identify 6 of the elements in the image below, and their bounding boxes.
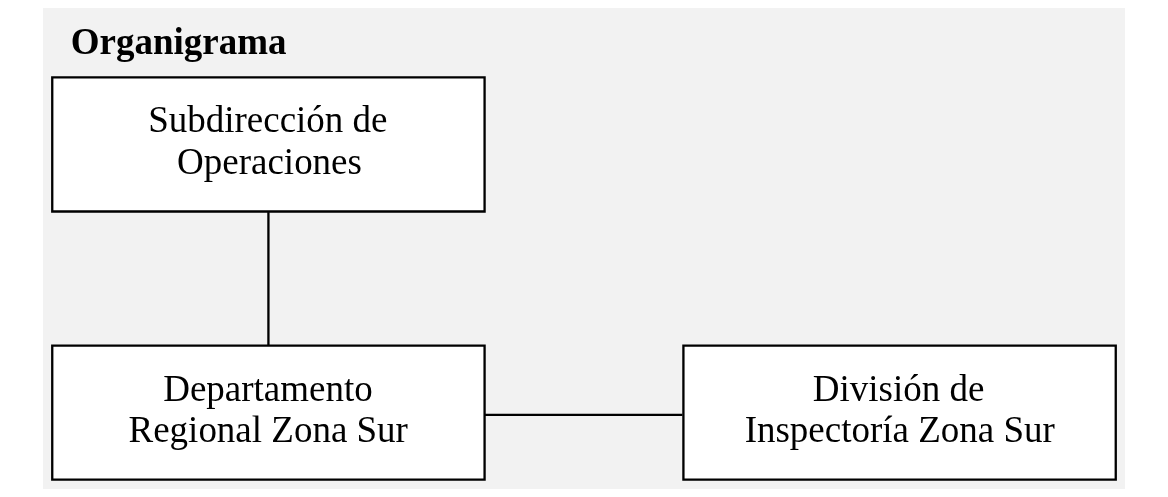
diagram-title: Organigrama <box>70 20 287 62</box>
connector <box>484 413 683 417</box>
node-box: División de Inspectoría Zona Sur <box>682 344 1117 481</box>
node-box: Subdirección de Operaciones <box>51 76 486 213</box>
node-box: Departamento Regional Zona Sur <box>51 344 486 481</box>
connector <box>267 212 270 345</box>
